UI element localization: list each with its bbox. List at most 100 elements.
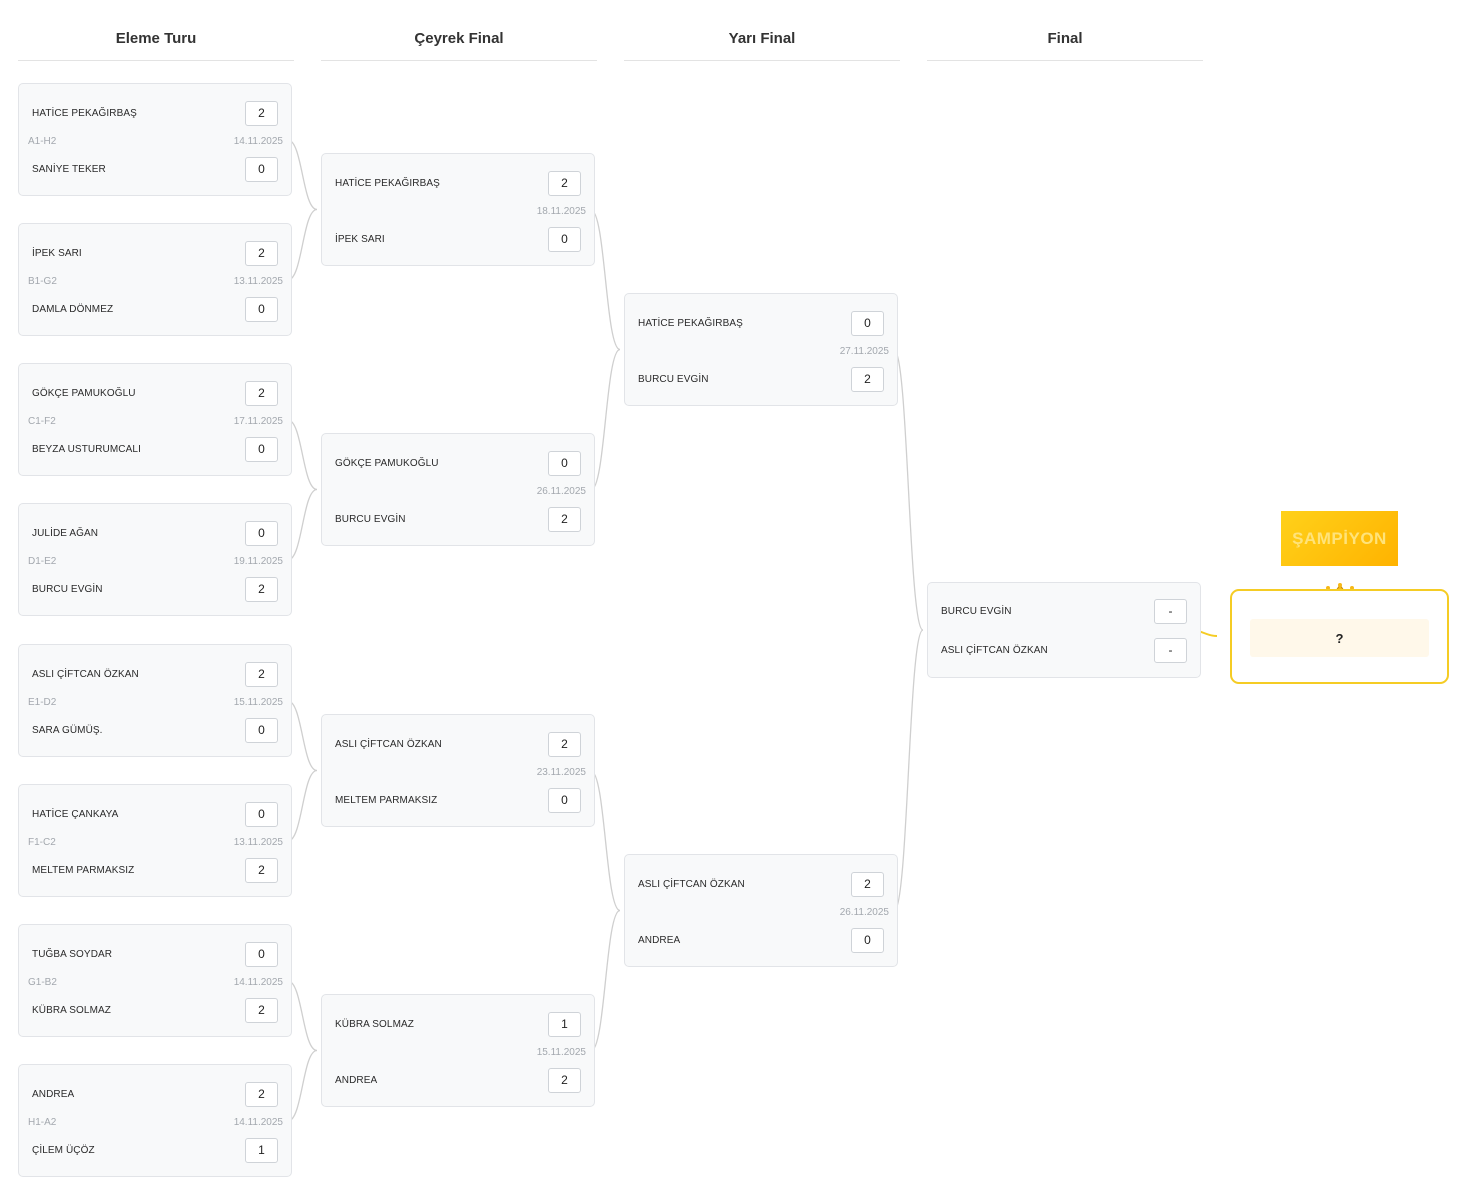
score-input[interactable]: 2 bbox=[851, 366, 884, 392]
player-name: İPEK SARI bbox=[32, 247, 82, 259]
player-name: BURCU EVGİN bbox=[638, 373, 709, 385]
player-one-row: HATİCE PEKAĞIRBAŞ 0 bbox=[638, 310, 884, 336]
score-input[interactable]: 0 bbox=[851, 310, 884, 336]
player-name: HATİCE PEKAĞIRBAŞ bbox=[638, 317, 743, 329]
score-input[interactable]: - bbox=[1154, 637, 1187, 663]
match-date: 23.11.2025 bbox=[536, 766, 586, 778]
player-name: ASLI ÇİFTCAN ÖZKAN bbox=[335, 738, 442, 750]
score-input[interactable]: 2 bbox=[245, 1081, 278, 1107]
score-input[interactable]: 0 bbox=[245, 156, 278, 182]
player-one-row: HATİCE ÇANKAYA 0 bbox=[32, 801, 278, 827]
bracket-connector bbox=[287, 488, 318, 561]
match-meta: 23.11.2025 bbox=[331, 765, 586, 779]
round-header-eleme: Eleme Turu bbox=[18, 28, 294, 61]
score-input[interactable]: 2 bbox=[245, 997, 278, 1023]
score-input[interactable]: 2 bbox=[245, 240, 278, 266]
bracket-connector bbox=[287, 419, 318, 491]
match-date: 18.11.2025 bbox=[536, 205, 586, 217]
match-date: 14.11.2025 bbox=[233, 135, 283, 147]
match-meta: G1-B2 14.11.2025 bbox=[28, 975, 283, 989]
player-two-row: MELTEM PARMAKSIZ 2 bbox=[32, 857, 278, 883]
score-input[interactable]: 2 bbox=[548, 170, 581, 196]
champion-banner: ŞAMPİYON bbox=[1281, 511, 1398, 566]
player-two-row: MELTEM PARMAKSIZ 0 bbox=[335, 787, 581, 813]
player-two-row: SARA GÜMÜŞ. 0 bbox=[32, 717, 278, 743]
score-input[interactable]: 2 bbox=[548, 1067, 581, 1093]
match-meta: 18.11.2025 bbox=[331, 204, 586, 218]
player-name: MELTEM PARMAKSIZ bbox=[335, 794, 438, 806]
player-one-row: GÖKÇE PAMUKOĞLU 0 bbox=[335, 450, 581, 476]
round-header-yari: Yarı Final bbox=[624, 28, 900, 61]
match-date: 14.11.2025 bbox=[233, 976, 283, 988]
score-input[interactable]: 2 bbox=[548, 731, 581, 757]
match-code: G1-B2 bbox=[28, 976, 57, 988]
score-input[interactable]: 2 bbox=[245, 380, 278, 406]
score-input[interactable]: 2 bbox=[245, 857, 278, 883]
match-date: 26.11.2025 bbox=[536, 485, 586, 497]
player-one-row: İPEK SARI 2 bbox=[32, 240, 278, 266]
match-date: 19.11.2025 bbox=[233, 555, 283, 567]
score-input[interactable]: 0 bbox=[245, 801, 278, 827]
score-input[interactable]: 1 bbox=[245, 1137, 278, 1163]
player-name: TUĞBA SOYDAR bbox=[32, 948, 113, 960]
score-input[interactable]: 0 bbox=[851, 927, 884, 953]
score-input[interactable]: 0 bbox=[548, 226, 581, 252]
score-input[interactable]: 0 bbox=[245, 436, 278, 462]
match-code: B1-G2 bbox=[28, 275, 57, 287]
champion-box: ? bbox=[1230, 589, 1449, 684]
match-meta: 26.11.2025 bbox=[634, 905, 889, 919]
score-input[interactable]: 0 bbox=[245, 941, 278, 967]
bracket-connector bbox=[287, 769, 318, 842]
score-input[interactable]: 2 bbox=[245, 576, 278, 602]
player-name: HATİCE ÇANKAYA bbox=[32, 808, 119, 820]
player-name: KÜBRA SOLMAZ bbox=[335, 1018, 414, 1030]
player-name: GÖKÇE PAMUKOĞLU bbox=[335, 457, 439, 469]
player-name: HATİCE PEKAĞIRBAŞ bbox=[32, 107, 137, 119]
score-input[interactable]: 1 bbox=[548, 1011, 581, 1037]
match-code: C1-F2 bbox=[28, 415, 56, 427]
player-name: İPEK SARI bbox=[335, 233, 385, 245]
score-input[interactable]: 0 bbox=[245, 296, 278, 322]
score-input[interactable]: 0 bbox=[245, 520, 278, 546]
player-name: SARA GÜMÜŞ. bbox=[32, 724, 103, 736]
match-code: E1-D2 bbox=[28, 696, 57, 708]
score-input[interactable]: 0 bbox=[548, 450, 581, 476]
player-name: ANDREA bbox=[638, 934, 681, 946]
score-input[interactable]: 2 bbox=[245, 661, 278, 687]
player-name: MELTEM PARMAKSIZ bbox=[32, 864, 135, 876]
match-card[interactable]: BURCU EVGİN-ASLI ÇİFTCAN ÖZKAN- bbox=[927, 582, 1201, 678]
score-input[interactable]: 0 bbox=[245, 717, 278, 743]
player-name: KÜBRA SOLMAZ bbox=[32, 1004, 111, 1016]
score-input[interactable]: 0 bbox=[548, 787, 581, 813]
score-input[interactable]: 2 bbox=[245, 100, 278, 126]
match-meta: 26.11.2025 bbox=[331, 484, 586, 498]
score-input[interactable]: - bbox=[1154, 598, 1187, 624]
score-input[interactable]: 2 bbox=[548, 506, 581, 532]
score-input[interactable]: 2 bbox=[851, 871, 884, 897]
